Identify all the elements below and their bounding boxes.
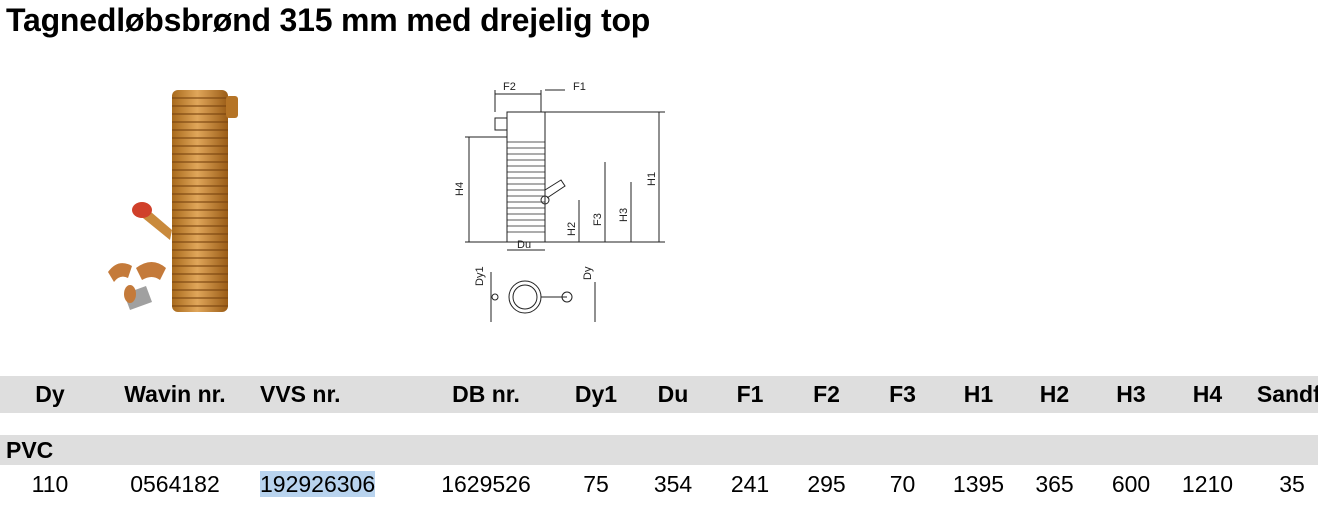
cell-sandf: 35 [1279,470,1305,497]
cell-vvs-nr[interactable]: 192926306 [250,470,415,498]
label-h2: H2 [566,222,578,236]
header-f2: F2 [813,381,840,407]
product-photo [108,90,238,312]
cell-wavin-nr: 0564182 [130,470,220,497]
cell-h1: 1395 [952,470,1005,497]
label-h3: H3 [618,208,630,222]
group-pvc: PVC [0,435,1318,465]
header-h2: H2 [1039,381,1070,407]
cell-db-nr: 1629526 [441,470,531,497]
header-dy: Dy [35,381,65,407]
label-du: Du [517,239,531,251]
header-f1: F1 [736,381,764,407]
cell-dy1: 75 [583,470,609,497]
cell-du: 354 [653,470,693,497]
header-du: Du [657,381,689,407]
header-dy1: Dy1 [574,381,618,407]
table-header: Dy Wavin nr. VVS nr. DB nr. Dy1 Du F1 F2… [0,376,1318,413]
cell-f3: 70 [889,470,916,497]
header-h4: H4 [1192,381,1223,407]
cell-h3: 600 [1111,470,1151,497]
header-wavin-nr: Wavin nr. [124,381,226,407]
label-f3: F3 [592,213,604,226]
cell-dy: 110 [31,470,69,497]
label-h1: H1 [646,172,658,186]
header-vvs-nr: VVS nr. [260,381,341,407]
header-db-nr: DB nr. [452,381,520,407]
cell-h2: 365 [1035,470,1074,497]
page-title: Tagnedløbsbrønd 315 mm med drejelig top [6,2,651,38]
table-row: 110 0564182 192926306 1629526 75 354 241… [0,465,1318,503]
header-sandf: Sandf. [1256,381,1318,407]
header-f3: F3 [889,381,916,407]
cell-f2: 295 [807,470,846,497]
header-h3: H3 [1116,381,1146,407]
vvs-number-selection[interactable]: 192926306 [260,470,376,497]
product-table: Dy Wavin nr. VVS nr. DB nr. Dy1 Du F1 F2… [0,376,1318,503]
label-h4: H4 [455,182,466,196]
label-f1: F1 [573,81,586,93]
label-dy: Dy [582,266,594,280]
cell-h4: 1210 [1181,470,1234,497]
header-h1: H1 [963,381,994,407]
cell-f1: 241 [730,470,770,497]
label-dy1: Dy1 [474,266,486,286]
label-f2: F2 [503,81,516,93]
technical-drawing: F2 F1 H4 H1 H2 F3 H3 Du Dy1 Dy [455,81,665,322]
